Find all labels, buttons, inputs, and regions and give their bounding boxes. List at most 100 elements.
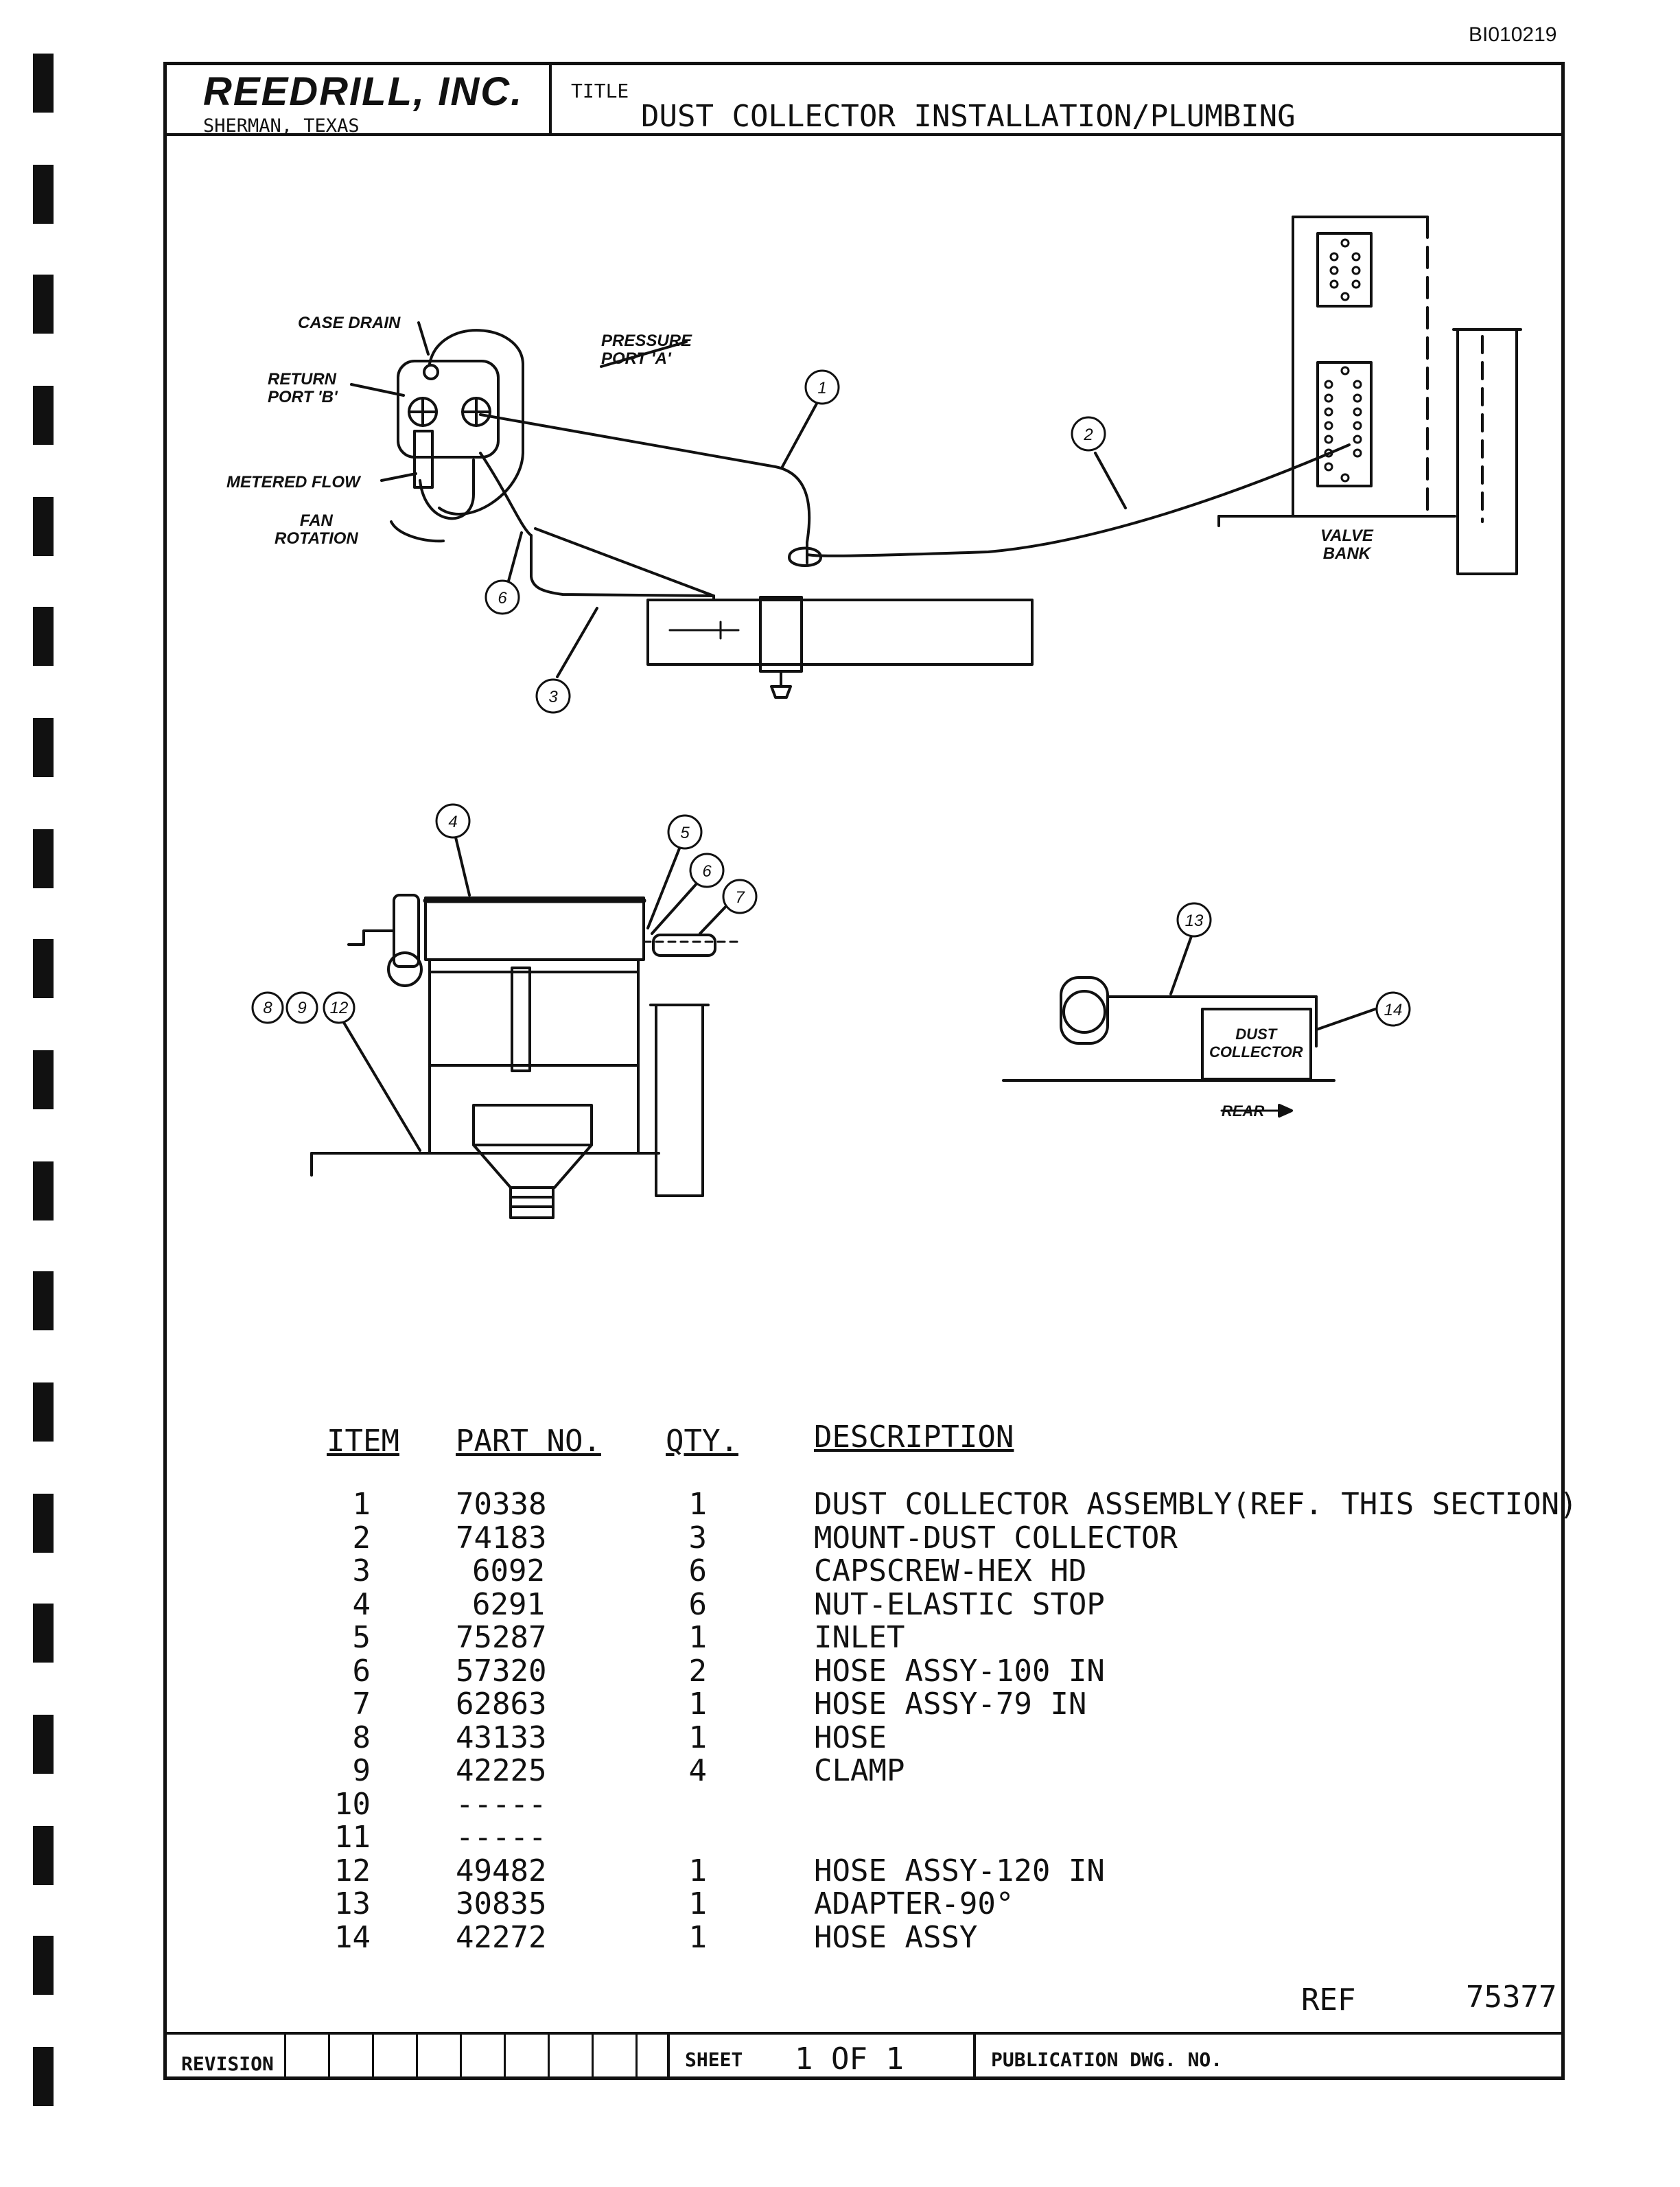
support-post <box>1456 328 1518 575</box>
callout-6: 1 <box>817 379 826 397</box>
table-cell-qty: 6 <box>688 1587 708 1622</box>
revision-box <box>460 2035 504 2077</box>
table-cell-part: 62863 <box>456 1687 547 1722</box>
footer-divider <box>667 2035 670 2077</box>
binding-hole <box>33 1936 54 1995</box>
company-name: REEDRILL, INC. <box>203 69 524 114</box>
table-cell-item: 3 <box>352 1553 371 1588</box>
dust-collector-body <box>424 896 645 961</box>
publication-label: PUBLICATION DWG. NO. <box>991 2048 1223 2071</box>
sheet-label: SHEET <box>685 2048 743 2071</box>
table-cell-item: 8 <box>352 1720 371 1755</box>
table-cell-desc: ADAPTER-90° <box>814 1886 1014 1921</box>
table-cell-desc: NUT-ELASTIC STOP <box>814 1587 1105 1622</box>
revision-box <box>504 2035 548 2077</box>
callout-9: 6 <box>702 862 712 881</box>
table-cell-qty: 1 <box>688 1920 708 1955</box>
callout-12: 3 <box>548 688 558 706</box>
table-cell-part: 43133 <box>456 1720 547 1755</box>
callout-2: 8 <box>263 999 272 1017</box>
title-block <box>163 62 1565 136</box>
table-cell-desc: INLET <box>814 1620 905 1655</box>
valve-bank-block-upper <box>1316 232 1373 308</box>
table-cell-desc: CAPSCREW-HEX HD <box>814 1553 1087 1588</box>
pump-body <box>397 360 500 459</box>
footer-divider <box>973 2035 976 2077</box>
label-valve-bank: VALVE BANK <box>1320 526 1373 563</box>
callout-3: 9 <box>297 999 306 1017</box>
drawing-title: DUST COLLECTOR INSTALLATION/PLUMBING <box>641 99 1296 134</box>
table-cell-part: 42272 <box>456 1920 547 1955</box>
table-header-item: ITEM <box>327 1424 399 1459</box>
table-cell-item: 4 <box>352 1587 371 1622</box>
table-cell-desc: CLAMP <box>814 1753 905 1788</box>
revision-box <box>548 2035 592 2077</box>
revision-box <box>416 2035 460 2077</box>
table-cell-desc: HOSE ASSY-79 IN <box>814 1687 1087 1722</box>
binding-hole <box>33 1161 54 1220</box>
table-cell-desc: HOSE ASSY-100 IN <box>814 1654 1105 1689</box>
binding-hole <box>33 718 54 777</box>
table-header-qty: QTY. <box>666 1424 738 1459</box>
callout-13: 14 <box>1384 1001 1403 1019</box>
case-drain-hose <box>428 329 524 516</box>
table-cell-qty: 1 <box>688 1687 708 1722</box>
binding-hole <box>33 607 54 666</box>
binding-hole <box>33 1050 54 1109</box>
ref-number: 75377 <box>1466 1980 1557 2015</box>
hose-7 <box>806 443 1351 557</box>
title-divider <box>549 62 552 136</box>
table-cell-part: 49482 <box>456 1853 547 1888</box>
table-cell-item: 5 <box>352 1620 371 1655</box>
table-cell-qty: 3 <box>688 1520 708 1555</box>
table-cell-qty: 1 <box>688 1853 708 1888</box>
revision-box <box>372 2035 416 2077</box>
binding-hole <box>33 1382 54 1442</box>
table-cell-part: ----- <box>456 1787 547 1822</box>
table-cell-part: 6092 <box>472 1553 545 1588</box>
sheet-value: 1 OF 1 <box>795 2041 904 2076</box>
binding-hole <box>33 1271 54 1330</box>
binding-hole <box>33 2047 54 2106</box>
table-cell-part: 42225 <box>456 1753 547 1788</box>
table-cell-qty: 1 <box>688 1487 708 1522</box>
title-label: TITLE <box>571 80 629 102</box>
callout-6b: 6 <box>498 589 507 608</box>
table-cell-item: 2 <box>352 1520 371 1555</box>
revision-box <box>592 2035 635 2077</box>
table-cell-part: 57320 <box>456 1654 547 1689</box>
hose-6-lower <box>479 452 533 537</box>
fan-unit-rear <box>1060 976 1109 1045</box>
table-header-part: PART NO. <box>456 1424 601 1459</box>
table-cell-item: 1 <box>352 1487 371 1522</box>
label-return-port: RETURN PORT 'B' <box>268 370 338 406</box>
table-cell-desc: DUST COLLECTOR ASSEMBLY(REF. THIS SECTIO… <box>814 1487 1578 1522</box>
callout-5: 5 <box>680 824 690 842</box>
table-cell-qty: 4 <box>688 1753 708 1788</box>
label-dust-collector: DUST COLLECTOR <box>1209 1026 1303 1061</box>
table-cell-part: 30835 <box>456 1886 547 1921</box>
label-fan-rotation: FAN ROTATION <box>275 511 358 548</box>
hose-12 <box>530 534 715 601</box>
binding-hole <box>33 939 54 998</box>
table-cell-qty: 1 <box>688 1886 708 1921</box>
table-cell-part: 6291 <box>472 1587 545 1622</box>
binding-hole <box>33 165 54 224</box>
table-cell-part: 74183 <box>456 1520 547 1555</box>
binding-hole <box>33 54 54 113</box>
revision-box <box>284 2035 328 2077</box>
table-cell-item: 10 <box>334 1787 371 1822</box>
table-cell-desc: HOSE <box>814 1720 887 1755</box>
collector-duct <box>646 599 1034 666</box>
document-id: BI010219 <box>1469 23 1557 46</box>
mast-post <box>655 1004 704 1197</box>
label-case-drain: CASE DRAIN <box>298 314 401 332</box>
table-cell-part: 75287 <box>456 1620 547 1655</box>
metered-flow-valve <box>413 430 434 489</box>
valve-ports <box>1324 238 1362 483</box>
label-pressure-port: PRESSURE PORT 'A' <box>601 332 692 368</box>
table-cell-desc: HOSE ASSY-120 IN <box>814 1853 1105 1888</box>
label-metered-flow: METERED FLOW <box>226 473 360 491</box>
binding-hole <box>33 1494 54 1553</box>
